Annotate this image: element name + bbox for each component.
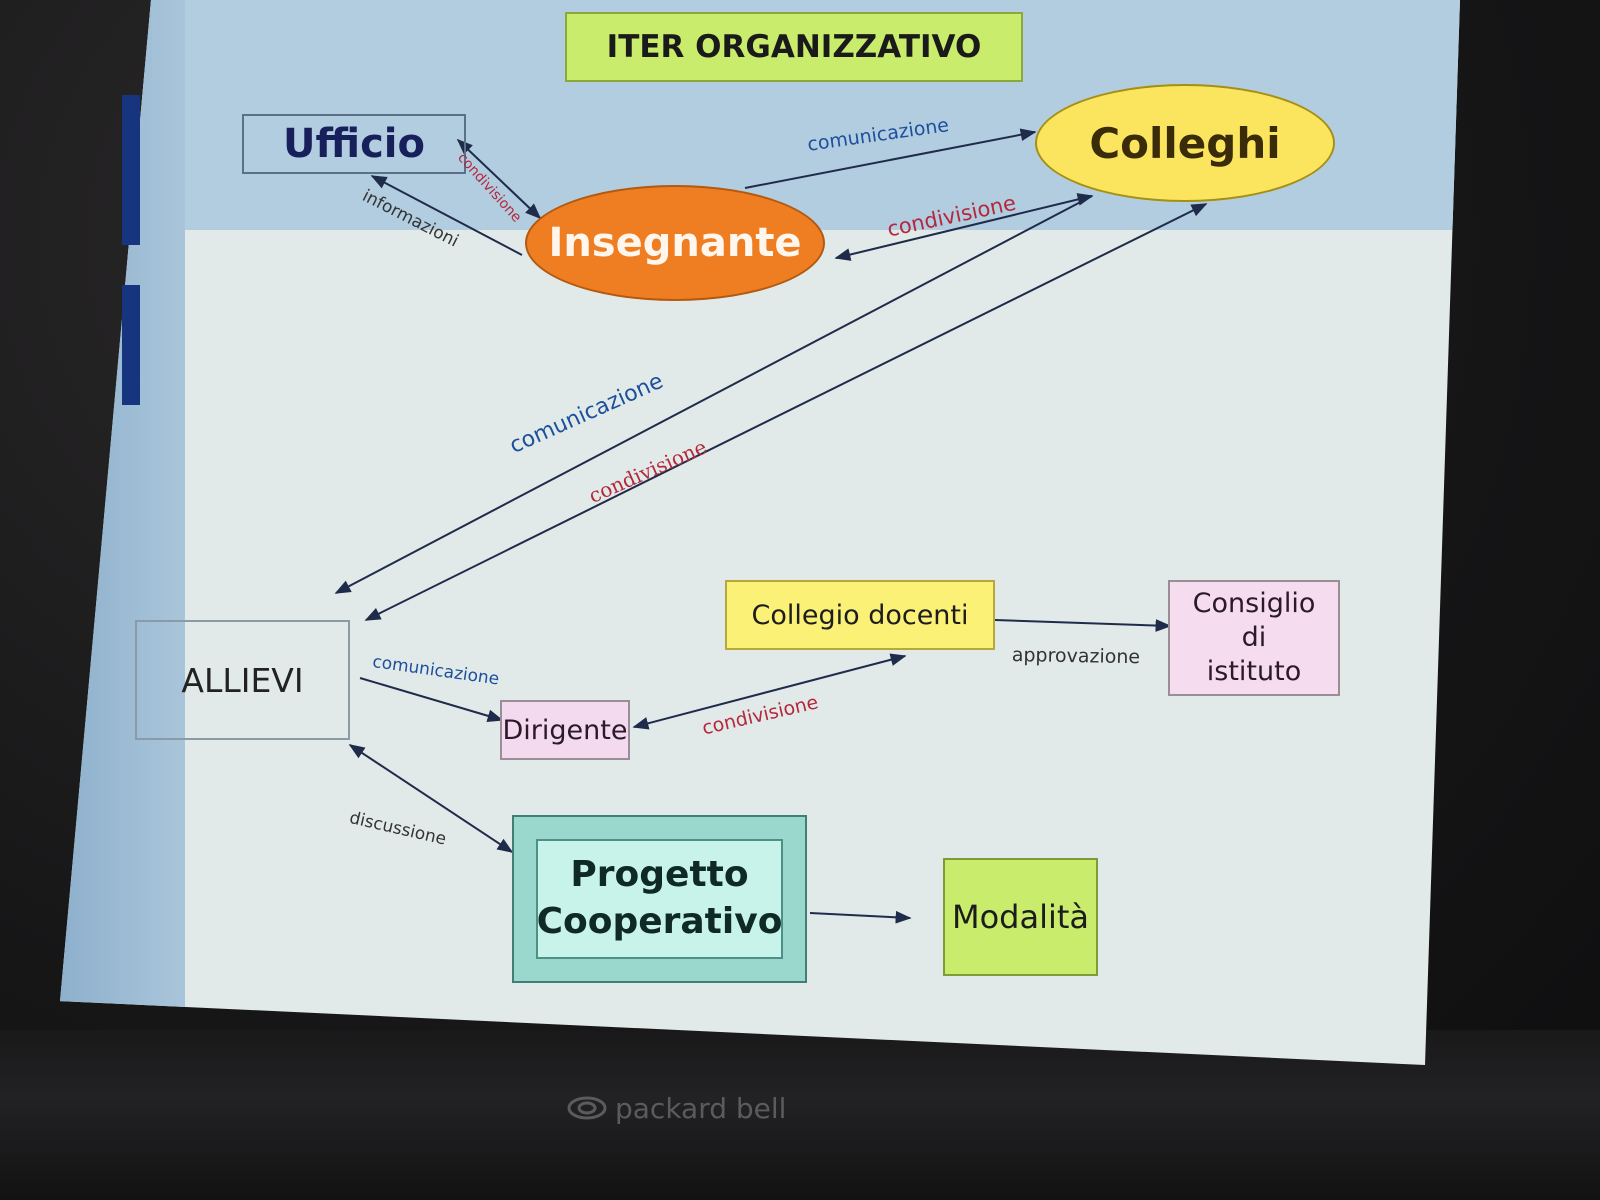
edge-colleghi-allievi-condivisione	[364, 203, 1208, 621]
side-mark	[122, 95, 140, 245]
consiglio-line: Consiglio	[1192, 588, 1316, 620]
progetto-line: Progetto	[570, 854, 749, 896]
monitor-brand: packard bell	[565, 1083, 805, 1133]
node-insegnante: Insegnante	[525, 185, 825, 301]
progetto-line: Cooperativo	[536, 901, 783, 942]
side-mark	[122, 285, 140, 405]
edge-collegio-dirigente-condivisione	[632, 653, 907, 730]
brand-name: packard bell	[615, 1091, 787, 1125]
consiglio-line: di	[1241, 622, 1267, 654]
edge-allievi-dirigente-comunicazione	[359, 677, 504, 723]
edge-collegio-consiglio-approvazione	[994, 619, 1172, 632]
node-consiglio-di-istituto: Consiglio di istituto	[1168, 580, 1340, 696]
node-collegio-docenti: Collegio docenti	[725, 580, 995, 650]
node-colleghi: Colleghi	[1035, 84, 1335, 202]
node-dirigente: Dirigente	[500, 700, 630, 760]
edge-allievi-progetto-discussione	[348, 744, 514, 853]
edge-progetto-modalita	[809, 910, 912, 924]
node-modalita: Modalità	[943, 858, 1098, 976]
edge-insegnante-colleghi-comunicazione	[744, 128, 1037, 189]
node-ufficio: Ufficio	[242, 114, 466, 174]
brand-logo-icon	[567, 1096, 607, 1120]
slide-side-marks	[122, 0, 144, 420]
slide-title: ITER ORGANIZZATIVO	[565, 12, 1023, 82]
node-progetto-cooperativo: Progetto Cooperativo	[512, 815, 807, 983]
label-approvazione: approvazione	[1011, 644, 1141, 669]
progetto-inner-panel: Progetto Cooperativo	[536, 839, 783, 959]
consiglio-line: istituto	[1206, 655, 1302, 687]
node-allievi: ALLIEVI	[135, 620, 350, 740]
